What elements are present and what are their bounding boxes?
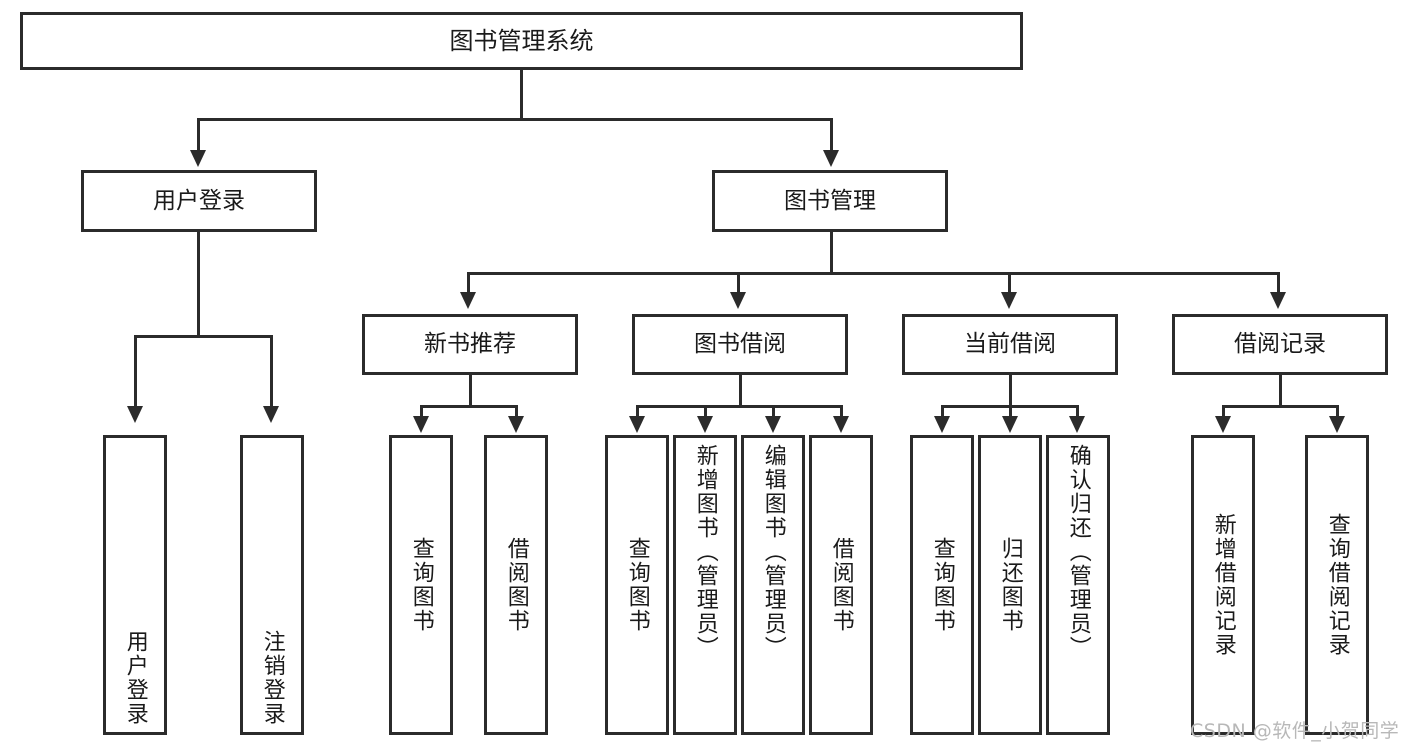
node-label: 归还图书 bbox=[997, 537, 1023, 633]
node-label: 查询借阅记录 bbox=[1324, 513, 1350, 657]
leaf-borrow-book-borrow[interactable]: 借阅图书 bbox=[809, 435, 873, 735]
arrow-leaf-return-book bbox=[1002, 416, 1018, 433]
node-book-manage[interactable]: 图书管理 bbox=[712, 170, 948, 232]
connector-user-login-bus bbox=[134, 335, 273, 338]
connector-borrow-record-drop-1 bbox=[1222, 405, 1225, 418]
connector-user-login-drop-2 bbox=[270, 335, 273, 408]
connector-current-borrow-drop-2 bbox=[1009, 405, 1012, 418]
node-label: 借阅记录 bbox=[1234, 331, 1326, 358]
connector-current-borrow-drop-1 bbox=[941, 405, 944, 418]
connector-book-borrow-bus bbox=[636, 405, 842, 408]
connector-to-current-borrow bbox=[1008, 272, 1011, 294]
arrow-leaf-logout-login bbox=[263, 406, 279, 423]
connector-book-manage-stem bbox=[830, 232, 833, 272]
connector-root-stem bbox=[520, 70, 523, 118]
node-label: 编辑图书（管理员） bbox=[760, 444, 786, 660]
connector-current-borrow-drop-3 bbox=[1076, 405, 1079, 418]
node-label: 确认归还（管理员） bbox=[1065, 444, 1091, 660]
connector-root-bus bbox=[197, 118, 833, 121]
leaf-query-borrow-record[interactable]: 查询借阅记录 bbox=[1305, 435, 1369, 735]
node-current-borrow[interactable]: 当前借阅 bbox=[902, 314, 1118, 375]
arrow-leaf-borrow-book-2 bbox=[833, 416, 849, 433]
node-label: 新增图书（管理员） bbox=[692, 444, 718, 660]
connector-to-book-borrow bbox=[737, 272, 740, 294]
arrow-leaf-borrow-book-1 bbox=[508, 416, 524, 433]
node-label: 查询图书 bbox=[624, 537, 650, 633]
node-new-book-recommend[interactable]: 新书推荐 bbox=[362, 314, 578, 375]
connector-user-login-drop-1 bbox=[134, 335, 137, 408]
node-label: 借阅图书 bbox=[828, 537, 854, 633]
connector-user-login-stem bbox=[197, 232, 200, 335]
leaf-confirm-return[interactable]: 确认归还（管理员） bbox=[1046, 435, 1110, 735]
node-label: 用户登录 bbox=[122, 630, 148, 726]
arrow-to-new-book-recommend bbox=[460, 292, 476, 309]
connector-book-borrow-drop-4 bbox=[840, 405, 843, 418]
node-book-borrow[interactable]: 图书借阅 bbox=[632, 314, 848, 375]
arrow-leaf-user-login bbox=[127, 406, 143, 423]
node-user-login[interactable]: 用户登录 bbox=[81, 170, 317, 232]
connector-new-book-bus bbox=[420, 405, 518, 408]
node-borrow-record[interactable]: 借阅记录 bbox=[1172, 314, 1388, 375]
connector-to-user-login bbox=[197, 118, 200, 152]
node-label: 新书推荐 bbox=[424, 331, 516, 358]
connector-borrow-record-bus bbox=[1222, 405, 1339, 408]
arrow-leaf-query-book-2 bbox=[629, 416, 645, 433]
leaf-add-borrow-record[interactable]: 新增借阅记录 bbox=[1191, 435, 1255, 735]
connector-current-borrow-stem bbox=[1009, 375, 1012, 405]
node-root-system[interactable]: 图书管理系统 bbox=[20, 12, 1023, 70]
arrow-to-book-borrow bbox=[730, 292, 746, 309]
connector-to-book-manage bbox=[830, 118, 833, 152]
connector-to-borrow-record bbox=[1277, 272, 1280, 294]
arrow-to-borrow-record bbox=[1270, 292, 1286, 309]
connector-book-borrow-drop-2 bbox=[704, 405, 707, 418]
arrow-leaf-confirm-return bbox=[1069, 416, 1085, 433]
arrow-to-book-manage bbox=[823, 150, 839, 167]
connector-to-new-book-recommend bbox=[467, 272, 470, 294]
arrow-leaf-edit-book bbox=[765, 416, 781, 433]
arrow-leaf-query-record bbox=[1329, 416, 1345, 433]
node-label: 图书借阅 bbox=[694, 331, 786, 358]
arrow-leaf-query-book-3 bbox=[934, 416, 950, 433]
leaf-query-book-recommend[interactable]: 查询图书 bbox=[389, 435, 453, 735]
arrow-leaf-add-book bbox=[697, 416, 713, 433]
connector-book-manage-bus bbox=[467, 272, 1280, 275]
leaf-query-book-current[interactable]: 查询图书 bbox=[910, 435, 974, 735]
leaf-edit-book[interactable]: 编辑图书（管理员） bbox=[741, 435, 805, 735]
connector-borrow-record-drop-2 bbox=[1336, 405, 1339, 418]
node-label: 当前借阅 bbox=[964, 331, 1056, 358]
leaf-add-book[interactable]: 新增图书（管理员） bbox=[673, 435, 737, 735]
connector-new-book-stem bbox=[469, 375, 472, 405]
leaf-return-book[interactable]: 归还图书 bbox=[978, 435, 1042, 735]
node-label: 注销登录 bbox=[259, 630, 285, 726]
node-label: 借阅图书 bbox=[503, 537, 529, 633]
leaf-borrow-book-recommend[interactable]: 借阅图书 bbox=[484, 435, 548, 735]
csdn-watermark: CSDN @软件_小贺同学 bbox=[1190, 720, 1400, 742]
arrow-leaf-add-record bbox=[1215, 416, 1231, 433]
node-label: 查询图书 bbox=[408, 537, 434, 633]
connector-new-book-drop-2 bbox=[515, 405, 518, 418]
arrow-to-user-login bbox=[190, 150, 206, 167]
connector-book-borrow-stem bbox=[739, 375, 742, 405]
connector-book-borrow-drop-1 bbox=[636, 405, 639, 418]
node-label: 用户登录 bbox=[153, 187, 245, 214]
connector-new-book-drop-1 bbox=[420, 405, 423, 418]
connector-borrow-record-stem bbox=[1279, 375, 1282, 405]
connector-book-borrow-drop-3 bbox=[772, 405, 775, 418]
node-label: 新增借阅记录 bbox=[1210, 513, 1236, 657]
arrow-leaf-query-book-1 bbox=[413, 416, 429, 433]
node-label: 图书管理 bbox=[784, 187, 876, 214]
leaf-logout-login[interactable]: 注销登录 bbox=[240, 435, 304, 735]
node-label: 图书管理系统 bbox=[449, 27, 594, 55]
leaf-query-book-borrow[interactable]: 查询图书 bbox=[605, 435, 669, 735]
leaf-user-login[interactable]: 用户登录 bbox=[103, 435, 167, 735]
node-label: 查询图书 bbox=[929, 537, 955, 633]
arrow-to-current-borrow bbox=[1001, 292, 1017, 309]
